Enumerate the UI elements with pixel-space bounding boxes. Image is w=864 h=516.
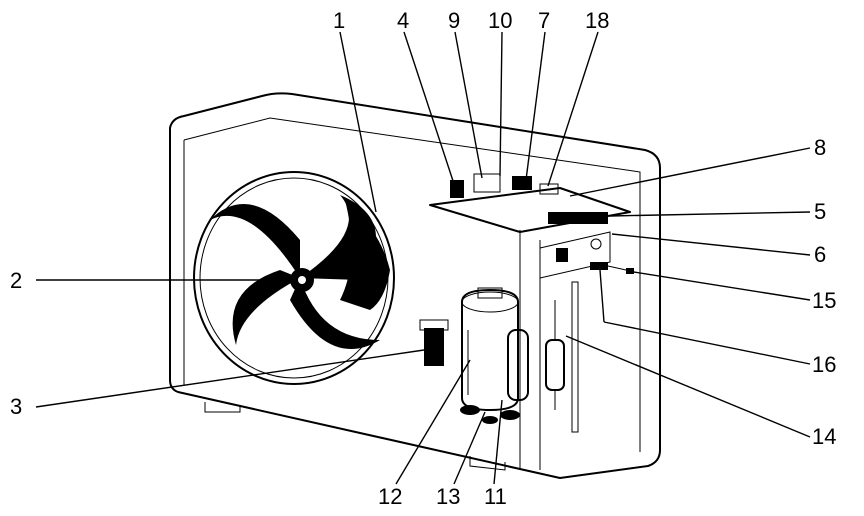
label-14: 14: [812, 424, 836, 449]
compressor: [461, 287, 519, 411]
label-4: 4: [397, 8, 409, 33]
label-8: 8: [814, 135, 826, 160]
label-6: 6: [814, 242, 826, 267]
label-5: 5: [814, 199, 826, 224]
capacitor: [419, 319, 449, 366]
label-18: 18: [585, 8, 609, 33]
label-7: 7: [538, 8, 550, 33]
side-accumulator: [545, 281, 579, 433]
label-11: 11: [484, 484, 507, 509]
label-16: 16: [812, 352, 836, 377]
cabinet-housing: [169, 92, 661, 479]
terminal-block: [539, 231, 611, 279]
compressor-mounts: [460, 405, 520, 424]
control-board: [429, 173, 631, 233]
label-2: 2: [10, 268, 22, 293]
label-9: 9: [448, 8, 460, 33]
label-1: 1: [333, 8, 345, 33]
label-12: 12: [378, 484, 402, 509]
label-13: 13: [436, 484, 460, 509]
accumulator: [507, 329, 529, 401]
label-15: 15: [812, 288, 836, 313]
fan-motor: [340, 200, 390, 310]
label-10: 10: [488, 8, 512, 33]
leader-lines: [35, 31, 811, 485]
service-valves: [590, 262, 634, 274]
label-3: 3: [10, 394, 22, 419]
part-number-labels: 1 4 9 10 7 18 8 5 6 2 3 15 16 14 12 13 1…: [10, 8, 836, 509]
